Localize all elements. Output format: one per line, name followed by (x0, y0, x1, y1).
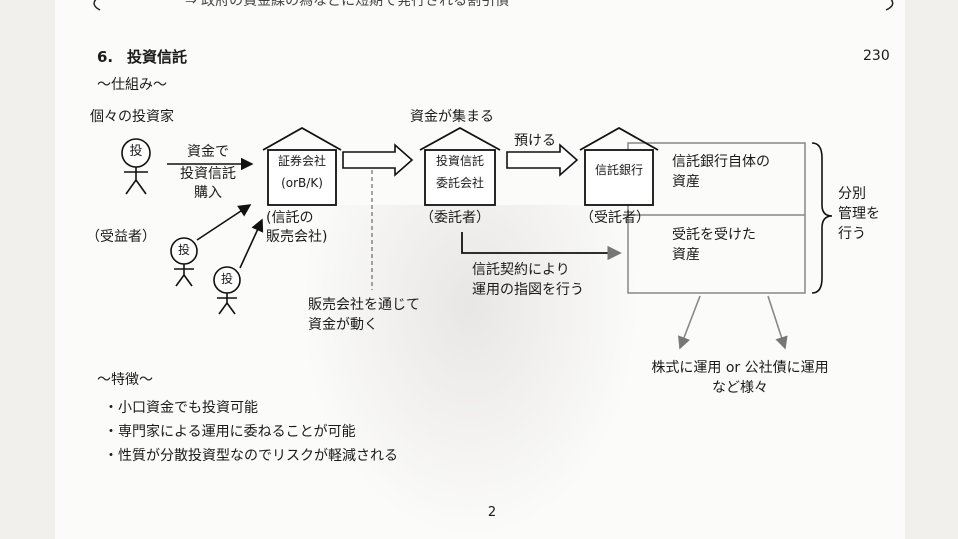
sales-flow-label-2: 資金が動く (308, 317, 378, 333)
investor-glyph-2: 投 (177, 243, 190, 257)
entrusted-assets-2: 資産 (672, 247, 700, 263)
management-house-line1: 投資信託 (435, 154, 484, 168)
investor-figure-2 (170, 237, 198, 287)
segregated-label-2: 管理を (838, 206, 880, 222)
segregated-brace (811, 142, 833, 294)
management-house (419, 126, 501, 206)
investor3-arrow (239, 218, 264, 269)
investors-label: 個々の投資家 (90, 109, 174, 125)
invest-label-2: など様々 (712, 380, 768, 396)
stock-arrow (678, 295, 701, 350)
management-caption: （委託者） (420, 210, 490, 226)
header-bracket-left (93, 0, 101, 11)
trustee-caption: （受託者） (580, 210, 650, 226)
feature-item-2: 専門家による運用に委ねることが可能 (104, 424, 356, 441)
securities-house (262, 126, 342, 206)
trustee-house-line1: 信託銀行 (594, 163, 643, 177)
header-clipped-text: ⇒ 政府の資金繰の為などに短期で発行される割引債 (185, 0, 510, 9)
feature-item-1: 小口資金でも投資可能 (104, 400, 258, 417)
investor-figure-3 (213, 266, 241, 315)
entrusted-assets-1: 受託を受けた (672, 227, 756, 243)
purchase-label-2: 投資信託 (180, 166, 236, 182)
bond-arrow (767, 295, 788, 350)
securities-caption-1: (信託の (266, 210, 314, 226)
investor-glyph-3: 投 (220, 272, 233, 286)
header-bracket-right (885, 0, 894, 11)
invest-label-1: 株式に運用 or 公社債に運用 (651, 360, 829, 376)
deposit-label: 預ける (514, 133, 556, 149)
segregated-label-3: 行う (838, 226, 866, 242)
features-title: ～特徴～ (97, 372, 153, 388)
investor2-arrow (196, 204, 252, 241)
trust-box (627, 142, 806, 294)
purchase-label-1: 資金で (187, 144, 229, 160)
purchase-label-3: 購入 (194, 185, 222, 201)
securities-house-line2: (orB/K) (281, 176, 323, 190)
contract-arrow (461, 232, 622, 261)
contract-label-2: 運用の指図を行う (472, 282, 584, 298)
section-title: 投資信託 (127, 48, 188, 66)
contract-label-1: 信託契約により (472, 262, 570, 278)
beneficiary-label: （受益者） (86, 229, 156, 245)
section-number: 6. (97, 48, 114, 66)
segregated-label-1: 分別 (838, 186, 866, 202)
feature-item-3: 性質が分散投資型なのでリスクが軽減される (104, 448, 398, 465)
page-number: 2 (487, 505, 497, 520)
investor-figure-1 (121, 138, 151, 195)
trust-bank-assets-1: 信託銀行自体の (672, 154, 770, 170)
sales-flow-label-1: 販売会社を通じて (308, 297, 420, 313)
securities-caption-2: 販売会社) (266, 229, 328, 245)
investor-glyph-1: 投 (129, 144, 143, 159)
funds-gather-label: 資金が集まる (410, 109, 494, 125)
management-house-line2: 委託会社 (435, 176, 484, 190)
trustee-house (579, 126, 659, 206)
securities-house-line1: 証券会社 (277, 154, 326, 168)
section-subtitle: ～仕組み～ (97, 77, 167, 93)
page-reference: 230 (863, 48, 890, 64)
block-arrow-1 (342, 143, 414, 177)
trust-bank-assets-2: 資産 (672, 174, 700, 190)
block-arrow-2 (506, 143, 579, 177)
